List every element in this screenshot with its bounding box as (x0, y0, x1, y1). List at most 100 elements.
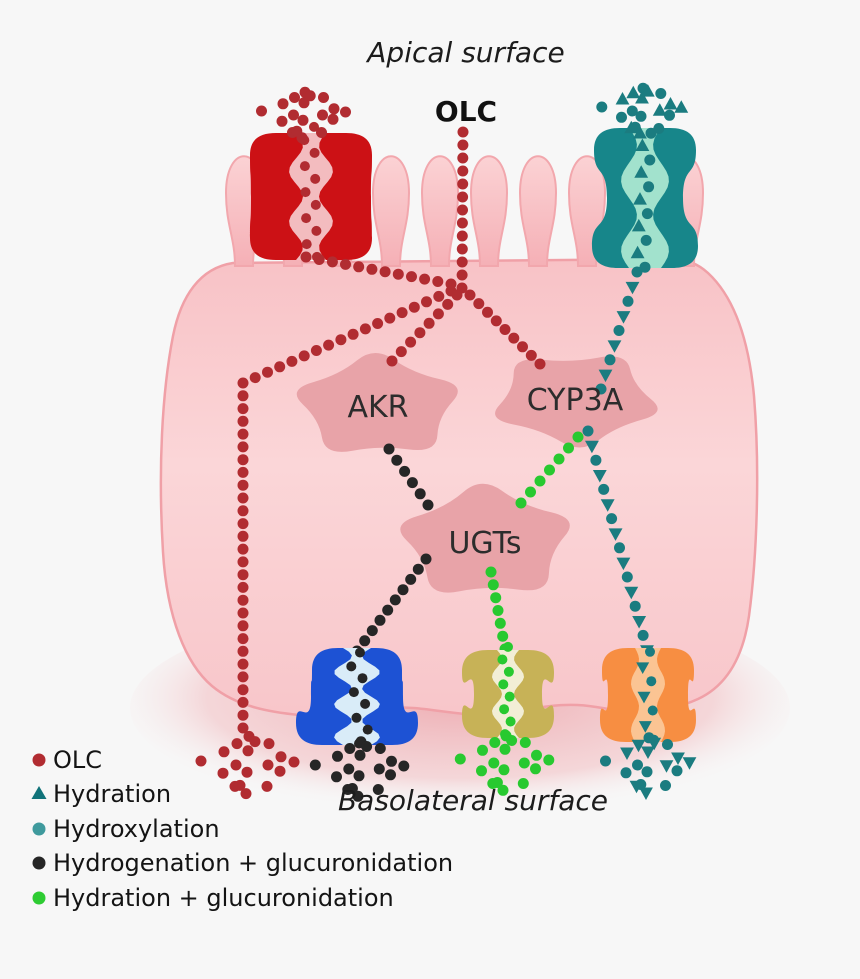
red-channel-flow-dot (309, 121, 319, 132)
akr-blob (296, 352, 458, 452)
olc-below-left-dot (240, 788, 252, 800)
legend-item-hydrogenation-glucuronidation: Hydrogenation + glucuronidation (32, 849, 453, 877)
metabolites-below-blue-dot (309, 759, 321, 771)
hub-to-basolateral-left-dot (359, 323, 371, 335)
metabolites-below-blue-dot (332, 750, 343, 762)
hub-to-basolateral-left-dot (237, 377, 249, 389)
metabolites-below-orange-dot (641, 766, 653, 778)
legend-label-hydroxylation: Hydroxylation (53, 815, 220, 843)
hub-to-basolateral-left-dot (237, 671, 249, 683)
olc-above-apical-red-dot (327, 113, 339, 125)
cyp3a-to-ugts-dot (563, 442, 574, 454)
hub-to-basolateral-left-dot (433, 290, 445, 302)
metabolites-below-blue-dot (373, 763, 385, 775)
olc-below-left-dot (274, 765, 286, 777)
hub-to-basolateral-left-dot (237, 620, 249, 632)
olc-below-left-dot (230, 759, 242, 771)
ugts-to-khaki-dot (490, 592, 502, 604)
red-channel-flow-dot (310, 173, 321, 184)
hub-to-basolateral-left-dot (237, 428, 249, 440)
hydroxylation-dot-marker (32, 822, 46, 836)
metabolites-above-apical-teal-dot (635, 110, 647, 122)
metabolites-below-khaki-dot (531, 749, 542, 761)
metabolites-above-apical-teal-dot (653, 123, 665, 134)
red-channel-flow-dot (312, 251, 322, 262)
ugts-to-blue-dot (374, 614, 386, 626)
hub-to-basolateral-left-dot (335, 334, 347, 346)
metabolites-below-blue-dot (344, 743, 356, 754)
hub-to-basolateral-left-dot (237, 594, 249, 606)
olc-above-apical-red-dot (288, 109, 299, 121)
metabolites-below-khaki-dot (499, 743, 511, 755)
teal-channel-flow-dot (643, 181, 655, 193)
orange-channel-flow-triangle (637, 691, 651, 704)
olc-below-left-dot (242, 745, 254, 757)
khaki-channel-flow-dot (499, 704, 510, 715)
blue-channel-flow-dot (351, 712, 362, 723)
metabolites-above-apical-teal-triangle (633, 126, 647, 139)
metabolites-below-blue-dot (374, 743, 386, 754)
teal-to-cyp3a-dot (622, 295, 634, 307)
metabolite-routes-over-transporters (195, 641, 697, 802)
metabolites-below-khaki-dot (497, 784, 509, 796)
hub-to-basolateral-left-dot (249, 372, 261, 384)
metabolites-below-blue-dot (331, 771, 342, 783)
hydration-glucuronidation-dot-marker (32, 891, 46, 905)
olc-below-left-dot (262, 759, 274, 771)
cyp3a-to-orange-triangle (616, 557, 631, 571)
hub-to-akr-dot (405, 336, 417, 348)
teal-channel-flow-dot (641, 208, 653, 220)
hub-to-basolateral-left-dot (237, 607, 249, 619)
legend-item-hydroxylation: Hydroxylation (32, 815, 220, 843)
hub-to-apical-red-dot (326, 256, 338, 268)
metabolites-below-khaki-dot (498, 764, 510, 776)
khaki-channel-flow-dot (503, 666, 514, 677)
hub-to-basolateral-left-dot (408, 301, 420, 313)
olc-below-left-dot (288, 756, 300, 768)
ugts-to-blue-dot (382, 604, 394, 616)
cyp3a-to-ugts-dot (515, 497, 527, 509)
metabolites-above-apical-teal-triangle (635, 91, 649, 104)
cyp3a-to-orange-dot (598, 483, 610, 495)
akr-to-ugts-dot (391, 454, 403, 466)
metabolites-below-blue-dot (372, 784, 384, 795)
blue-channel-flow-dot (348, 687, 359, 698)
teal-to-cyp3a-triangle (607, 340, 622, 353)
hub-to-apical-red-dot (300, 251, 312, 263)
hub-to-basolateral-left-dot (237, 645, 249, 657)
hub-to-basolateral-left-dot (262, 366, 273, 378)
apical-surface-label: Apical surface (365, 36, 564, 69)
cyp3a-to-orange-dot (582, 425, 594, 437)
teal-channel-flow-dot (639, 261, 651, 273)
hub-to-basolateral-left-dot (237, 441, 249, 453)
olc-label: OLC (435, 95, 497, 128)
hub-to-basolateral-left-dot (237, 658, 249, 670)
ugts-to-khaki-dot (487, 579, 499, 591)
cyp3a-to-orange-triangle (632, 616, 647, 629)
metabolites-above-apical-teal-triangle (663, 97, 678, 110)
khaki-channel-flow-dot (497, 654, 508, 665)
hub-to-basolateral-left-dot (237, 505, 249, 517)
ugts-to-blue-dot (366, 625, 378, 637)
metabolites-below-khaki-dot (454, 753, 466, 765)
red-channel-flow-dot (301, 213, 312, 224)
metabolites-below-orange-dot (635, 779, 647, 790)
olc-below-left-dot (217, 767, 229, 779)
cyp3a-to-ugts-dot (553, 453, 565, 465)
metabolites-below-orange-triangle (671, 752, 685, 765)
olc-below-left-dot (263, 738, 275, 750)
metabolites-below-khaki-dot (491, 777, 503, 788)
metabolites-below-orange-dot (662, 739, 673, 750)
olc-entry-dot (457, 165, 469, 177)
olc-above-apical-red-dot (318, 92, 329, 103)
olc-above-apical-red-dot (328, 103, 340, 115)
metabolites-below-orange-triangle (647, 737, 662, 751)
microvillus (518, 155, 558, 267)
metabolites-below-orange-dot (600, 755, 611, 767)
hub-to-basolateral-left-dot (237, 518, 249, 530)
olc-entry-dot (456, 269, 468, 281)
olc-entry-dot (457, 178, 469, 190)
enzyme-blobs (296, 352, 658, 593)
ugts-to-blue-dot (420, 553, 432, 565)
olc-entry-dot (457, 204, 468, 216)
